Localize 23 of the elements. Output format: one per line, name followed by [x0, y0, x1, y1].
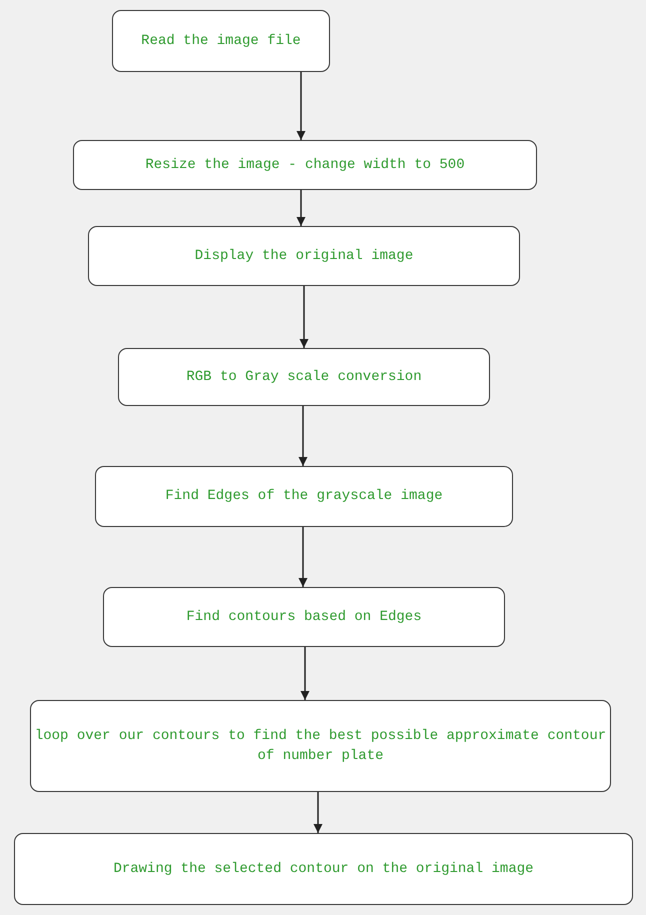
process-box — [112, 10, 330, 72]
step-label: Display the original image — [194, 246, 414, 266]
process-box — [118, 348, 490, 406]
step-label: Find contours based on Edges — [186, 608, 422, 627]
arrow — [298, 406, 308, 466]
arrow — [300, 286, 308, 348]
process-box — [88, 226, 520, 286]
process-box — [73, 140, 537, 190]
step-label: loop over our contours to find the best possible approximate contour of number plate — [34, 726, 608, 766]
arrow — [296, 190, 306, 226]
step-label: Find Edges of the grayscale image — [165, 487, 443, 506]
process-box — [103, 587, 505, 647]
arrow — [300, 647, 310, 700]
step-label: Resize the image - change width to 500 — [145, 156, 465, 175]
step-label: Drawing the selected contour on the original image — [113, 860, 534, 879]
step-label: RGB to Gray scale conversion — [186, 368, 422, 387]
arrow — [298, 527, 308, 587]
process-box — [30, 700, 611, 792]
step-label: Read the image file — [141, 32, 301, 51]
process-box — [14, 833, 633, 905]
arrow — [296, 72, 306, 140]
process-box — [95, 466, 513, 527]
arrow — [314, 792, 322, 833]
